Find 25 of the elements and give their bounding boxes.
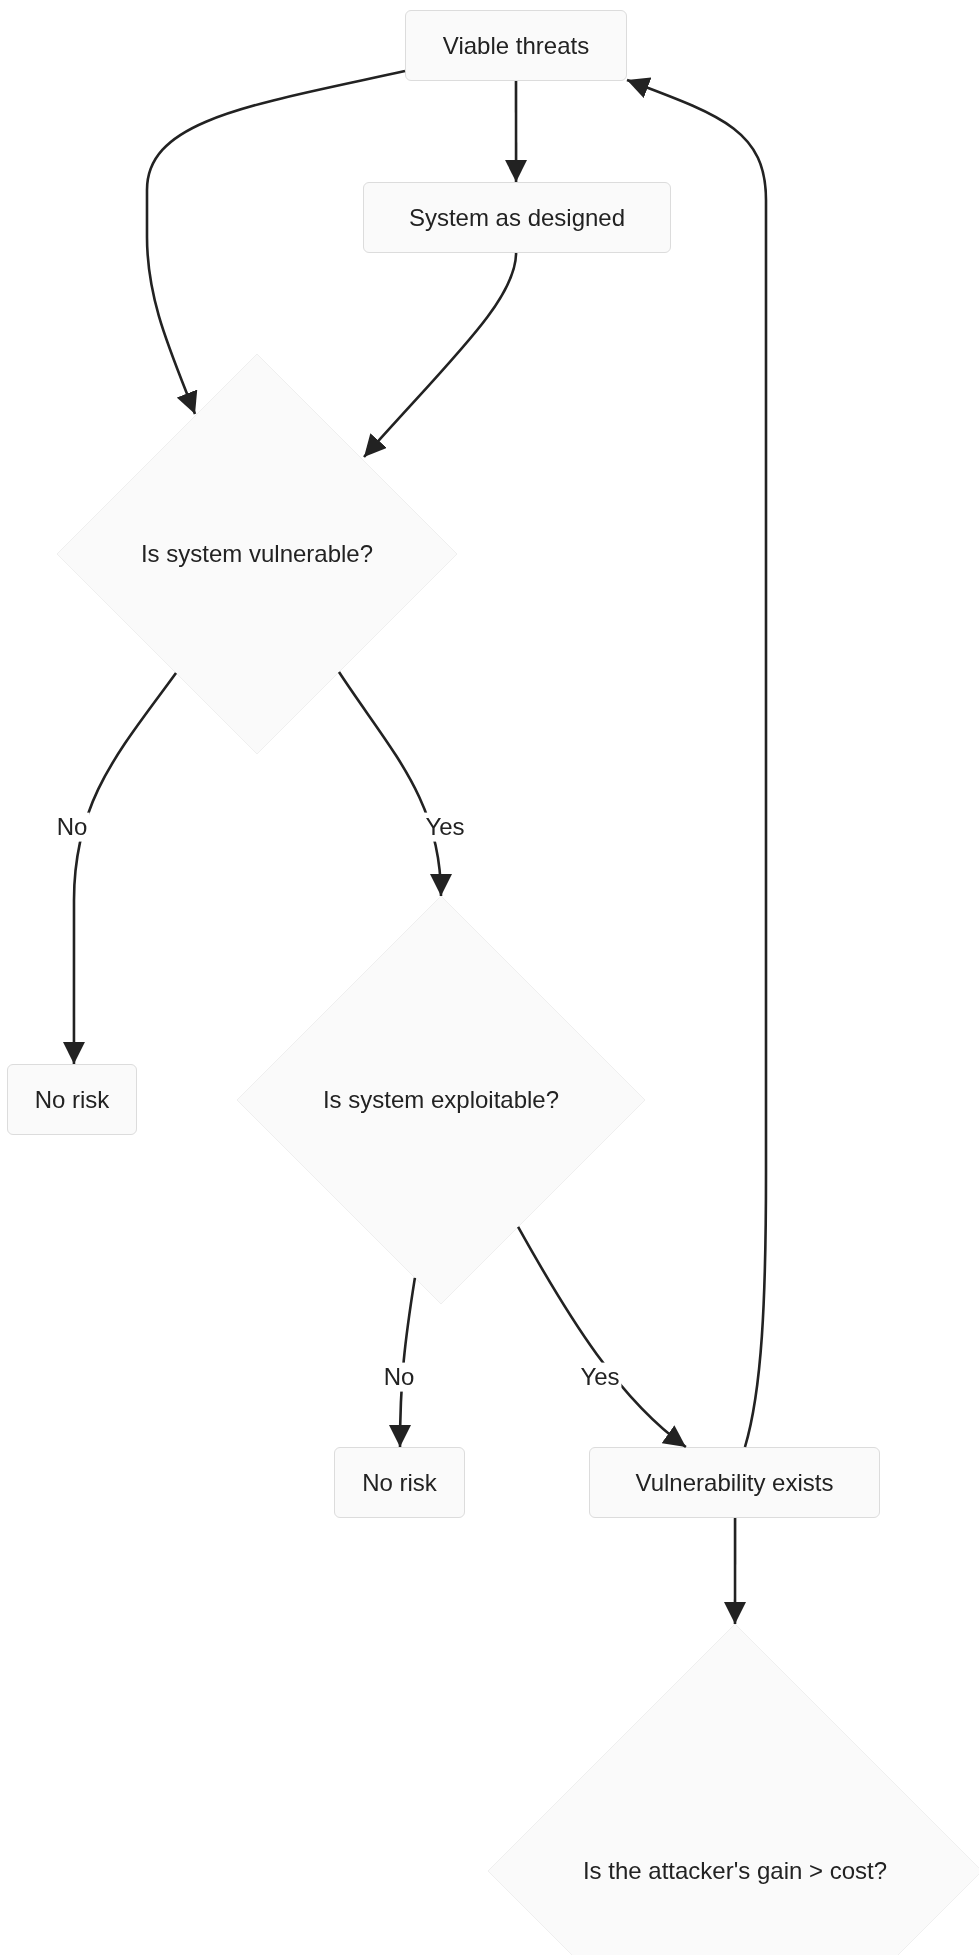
process-box xyxy=(334,1447,465,1518)
arrow xyxy=(626,77,768,1448)
arrow xyxy=(724,1518,746,1624)
node-text: No risk xyxy=(34,1085,110,1114)
edge-label: Yes xyxy=(578,1362,622,1392)
process-box xyxy=(7,1064,137,1135)
arrow xyxy=(62,672,178,1064)
decision-diamond xyxy=(237,896,645,1304)
node-text: System as designed xyxy=(408,203,626,232)
process-box xyxy=(405,10,627,81)
arrow xyxy=(337,671,451,897)
node-text: Is system exploitable? xyxy=(322,1086,560,1114)
process-box xyxy=(589,1447,880,1518)
node-text: Is the attacker's gain > cost? xyxy=(582,1857,888,1885)
arrow xyxy=(505,81,528,182)
process-box xyxy=(363,182,671,253)
node-text: Is system vulnerable? xyxy=(140,540,374,568)
edge-label: Yes xyxy=(423,812,467,842)
arrow xyxy=(145,69,406,415)
node-text: Vulnerability exists xyxy=(635,1468,834,1497)
arrow xyxy=(516,1226,687,1449)
node-text: Viable threats xyxy=(442,31,590,60)
node-text: No risk xyxy=(362,1468,437,1497)
decision-diamond xyxy=(57,354,457,754)
arrow xyxy=(363,252,518,458)
